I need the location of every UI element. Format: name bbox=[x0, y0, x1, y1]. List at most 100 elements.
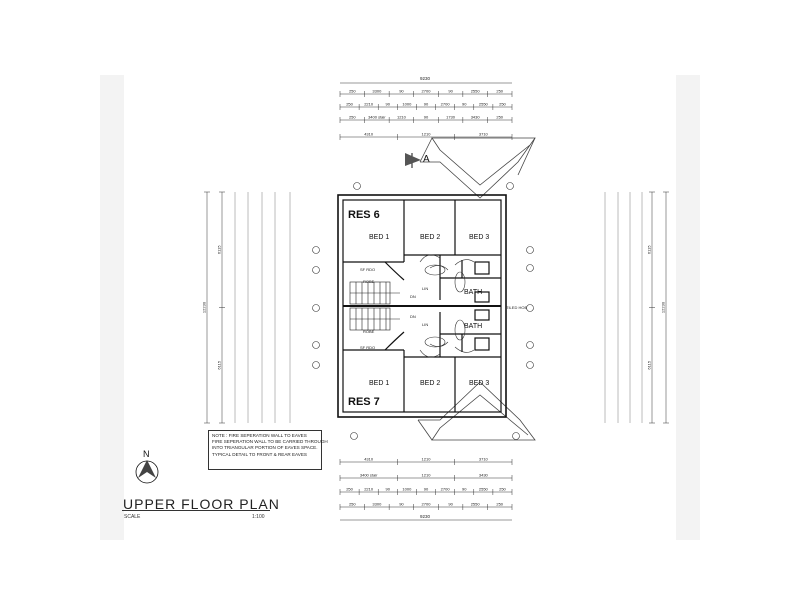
dim-label: 2550 bbox=[479, 102, 489, 107]
grid-marker bbox=[312, 341, 320, 349]
dim-overall-label: 9230 bbox=[420, 76, 431, 81]
scale-label: SCALE bbox=[124, 514, 141, 520]
dn-label-res6: DN bbox=[410, 294, 416, 299]
dim-label: 2210 bbox=[364, 102, 374, 107]
grid-marker bbox=[312, 246, 320, 254]
room-label-bath-res6: BATH bbox=[464, 289, 482, 296]
dim-label: 6115 bbox=[647, 360, 652, 369]
unit-label-res7: RES 7 bbox=[348, 396, 380, 408]
dim-label: 2700 bbox=[441, 487, 451, 492]
dim-label: 90 bbox=[386, 102, 391, 107]
note-line: TYPICAL DETAIL TO FRONT & REAR EAVES bbox=[212, 451, 307, 457]
roof-outline-top bbox=[419, 137, 536, 199]
grid-marker bbox=[512, 432, 520, 440]
room-label-bed3-res7: BED 3 bbox=[469, 380, 489, 387]
dim-label: 6115 bbox=[647, 245, 652, 254]
robe-label-res7: ROBE bbox=[363, 329, 375, 334]
dim-label: 90 bbox=[424, 115, 429, 120]
dim-label: 2550 bbox=[471, 89, 481, 94]
grid-marker bbox=[526, 246, 534, 254]
dim-label: 2550 bbox=[479, 487, 489, 492]
note-line: FIRE SEPERATION WALL TO BE CARRIED THROU… bbox=[212, 439, 328, 445]
north-arrow: N bbox=[135, 449, 159, 484]
north-arrow-icon bbox=[138, 460, 156, 478]
sf-rdo-label-res6: SF RDO bbox=[360, 267, 375, 272]
section-marker: A bbox=[405, 153, 430, 168]
note-line: NOTE : FIRE SEPERATION WALL TO EAVES bbox=[212, 433, 307, 438]
dim-label: 90 bbox=[399, 502, 404, 507]
dim-label: 3400 stair bbox=[360, 473, 378, 478]
dim-overall-label: 9230 bbox=[420, 514, 431, 519]
left-margin-band bbox=[100, 75, 124, 540]
dn-label-res7: DN bbox=[410, 314, 416, 319]
dim-label: 1210 bbox=[422, 473, 432, 478]
roof-outline-bottom bbox=[417, 381, 536, 441]
dim-label: 1210 bbox=[397, 115, 407, 120]
dim-label: 250 bbox=[499, 487, 506, 492]
tiled-hob-label: TILED HOB bbox=[506, 305, 527, 310]
stair-res6 bbox=[349, 281, 400, 305]
dim-label: 90 bbox=[424, 102, 429, 107]
dim-label: 2700 bbox=[441, 102, 451, 107]
grid-marker-circles bbox=[312, 182, 534, 440]
grid-marker bbox=[506, 182, 514, 190]
grid-marker bbox=[312, 266, 320, 274]
dim-label: 12230 bbox=[661, 301, 666, 313]
grid-marker bbox=[312, 361, 320, 369]
dim-label: 1210 bbox=[422, 457, 432, 462]
dim-label: 90 bbox=[448, 89, 453, 94]
dim-label: 90 bbox=[448, 502, 453, 507]
fire-wall-note: NOTE : FIRE SEPERATION WALL TO EAVES FIR… bbox=[208, 430, 328, 470]
dim-label: 2550 bbox=[471, 502, 481, 507]
dim-label: 250 bbox=[349, 89, 356, 94]
res7-walls bbox=[343, 309, 501, 412]
dim-label: 250 bbox=[496, 115, 503, 120]
dim-label: 1730 bbox=[446, 115, 456, 120]
lin-label-res7: LIN bbox=[422, 322, 428, 327]
dim-label: 6115 bbox=[217, 360, 222, 369]
room-label-bed3-res6: BED 3 bbox=[469, 234, 489, 241]
dim-label: 12230 bbox=[202, 301, 207, 313]
dim-label: 2210 bbox=[364, 487, 374, 492]
building-outer-wall bbox=[337, 194, 507, 418]
grid-marker bbox=[350, 432, 358, 440]
grid-marker bbox=[526, 361, 534, 369]
north-label: N bbox=[143, 449, 150, 459]
dim-label: 250 bbox=[499, 102, 506, 107]
dim-label: 3710 bbox=[479, 132, 489, 137]
dim-label: 90 bbox=[399, 89, 404, 94]
dim-label: 2700 bbox=[422, 502, 432, 507]
room-label-bed2-res6: BED 2 bbox=[420, 234, 440, 241]
grid-marker bbox=[526, 341, 534, 349]
res6-walls bbox=[343, 200, 501, 303]
grid-marker bbox=[526, 304, 534, 312]
dim-label: 3710 bbox=[479, 457, 489, 462]
dim-label: 250 bbox=[349, 502, 356, 507]
dim-label: 250 bbox=[349, 115, 356, 120]
dim-label: 250 bbox=[346, 487, 353, 492]
dim-label: 90 bbox=[386, 487, 391, 492]
dim-label: 2700 bbox=[422, 89, 432, 94]
dimensions-right: 12230 6115 6115 bbox=[604, 191, 669, 424]
section-marker-letter: A bbox=[423, 154, 430, 165]
dim-label: 3300 bbox=[372, 89, 382, 94]
plan-title: UPPER FLOOR PLAN bbox=[123, 496, 280, 512]
dim-label: 90 bbox=[462, 102, 467, 107]
room-label-bath-res7: BATH bbox=[464, 323, 482, 330]
grid-marker bbox=[353, 182, 361, 190]
stair-res7 bbox=[349, 307, 400, 331]
dim-label: 250 bbox=[496, 89, 503, 94]
dim-label: 3300 bbox=[372, 502, 382, 507]
dim-label: 4310 bbox=[364, 457, 374, 462]
room-label-bed1-res6: BED 1 bbox=[369, 234, 389, 241]
dim-label: 1000 bbox=[402, 487, 412, 492]
dim-label: 90 bbox=[462, 487, 467, 492]
unit-label-res6: RES 6 bbox=[348, 209, 380, 221]
note-line: INTO TRIANGULAR PORTION OF EAVES SPACE. bbox=[212, 445, 318, 451]
scale-value: 1:100 bbox=[252, 514, 265, 520]
